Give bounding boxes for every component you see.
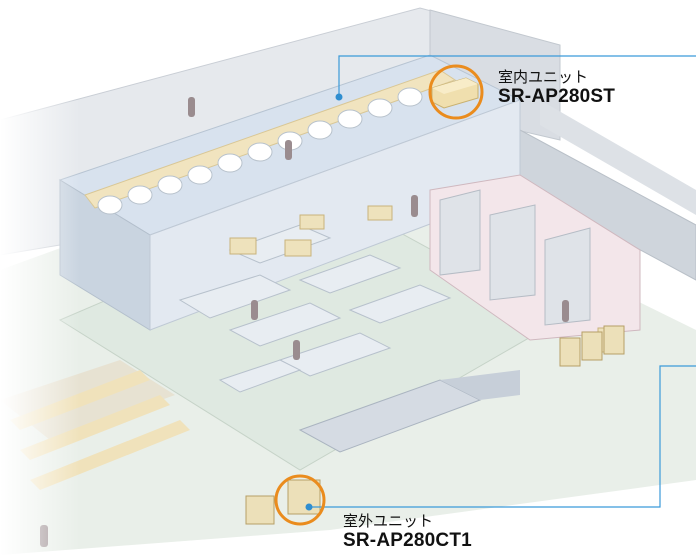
indoor-unit-callout: 室内ユニット SR-AP280ST — [498, 68, 615, 108]
duct-system — [84, 69, 457, 215]
indoor-leader-dot — [335, 93, 343, 101]
outdoor-units — [245, 325, 625, 525]
outdoor-unit-model: SR-AP280CT1 — [343, 530, 472, 551]
outdoor-unit-callout: 室外ユニット SR-AP280CT1 — [343, 512, 472, 552]
left-fade — [0, 100, 80, 555]
outdoor-leader-line — [309, 365, 696, 508]
indoor-unit-label: 室内ユニット — [498, 68, 589, 86]
outdoor-unit-label: 室外ユニット — [343, 512, 434, 530]
indoor-unit-model: SR-AP280ST — [498, 86, 616, 107]
side-rooms — [429, 174, 641, 341]
indoor-unit-highlight-ring — [428, 64, 484, 120]
indoor-leader-line — [338, 55, 696, 97]
indoor-unit — [431, 77, 479, 109]
outdoor-unit-highlight-ring — [274, 474, 326, 526]
front-counter — [298, 370, 520, 453]
leader-lines — [309, 55, 696, 508]
outdoor-leader-dot — [305, 503, 313, 511]
